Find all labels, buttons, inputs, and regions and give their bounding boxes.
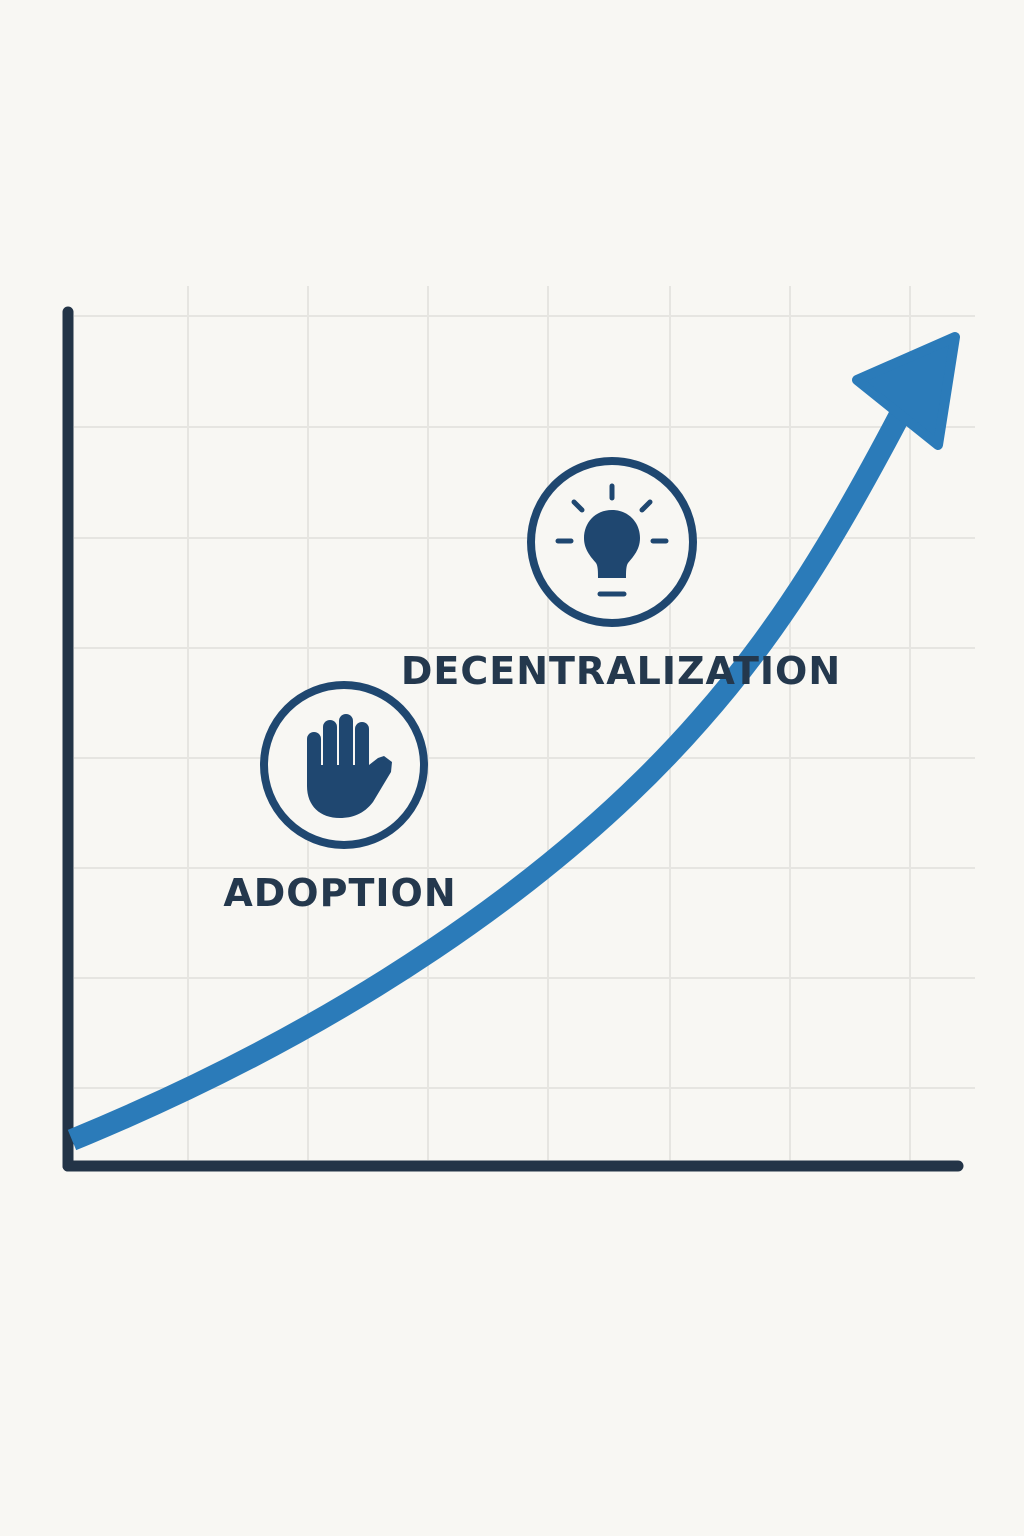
background-grid bbox=[74, 286, 975, 1160]
lightbulb-icon bbox=[555, 483, 669, 597]
growth-arrowhead bbox=[852, 332, 960, 450]
growth-curve bbox=[67, 399, 915, 1151]
decentralization-label: DECENTRALIZATION bbox=[401, 649, 841, 693]
adoption-label: ADOPTION bbox=[223, 871, 456, 915]
hand-icon bbox=[307, 714, 392, 818]
decentralization-badge bbox=[527, 457, 697, 627]
adoption-badge bbox=[260, 681, 428, 849]
